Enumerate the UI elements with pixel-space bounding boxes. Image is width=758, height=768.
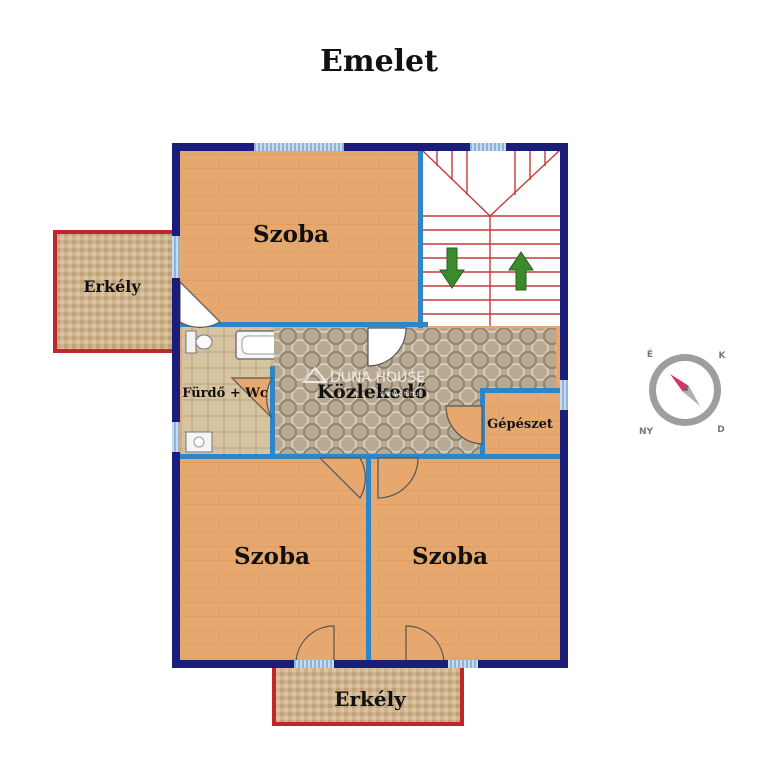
room-label-erkely-bottom: Erkély [334, 687, 407, 711]
watermark-brand: DUNA HOUSE [330, 370, 425, 386]
stairs-down-arrow-icon [439, 247, 465, 289]
room-label-szoba-top: Szoba [253, 221, 329, 248]
windows [172, 143, 568, 668]
stairs [421, 149, 561, 326]
balcony-left [53, 230, 177, 353]
room-label-kozlekedo: Közlekedő [317, 381, 427, 403]
compass-label-k: K [719, 351, 727, 361]
compass-needle-icon [670, 374, 700, 406]
compass-label-d: D [717, 425, 724, 435]
room-label-szoba-bottom-right: Szoba [412, 543, 488, 570]
room-label-furdo: Fürdő + Wc [182, 386, 268, 401]
compass-rose: É K D NY [639, 348, 727, 437]
compass-label-e: É [647, 348, 653, 360]
sink-icon [185, 431, 213, 453]
stairs-up-arrow-icon [508, 251, 534, 291]
watermark-url: www.dh.hu [380, 390, 419, 398]
page-title: Emelet [319, 44, 439, 79]
doors [179, 280, 483, 665]
room-label-erkely-left: Erkély [83, 277, 141, 296]
compass-label-ny: NY [639, 427, 654, 437]
room-label-szoba-bottom-left: Szoba [234, 543, 310, 570]
toilet-icon [185, 330, 213, 354]
watermark: DUNA HOUSE www.dh.hu [301, 366, 425, 398]
mechanical-room [484, 392, 556, 454]
duna-house-logo-icon [301, 366, 329, 383]
room-label-gepeszet: Gépészet [487, 417, 553, 432]
